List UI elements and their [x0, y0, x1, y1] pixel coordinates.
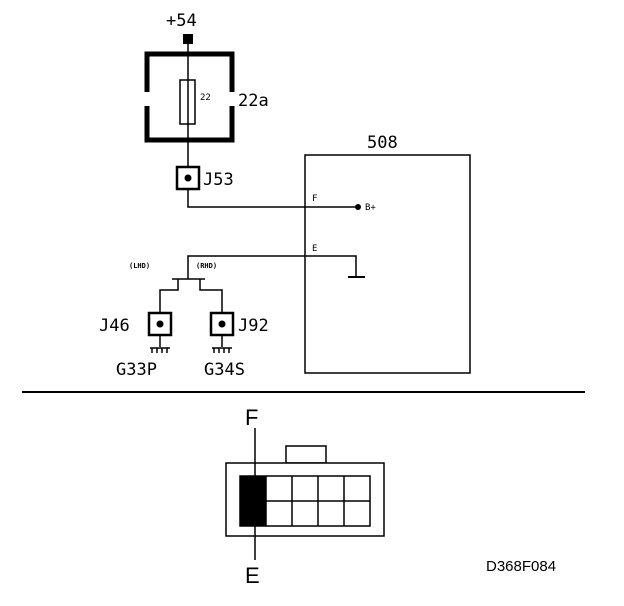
ground-g34s-label: G34S: [204, 360, 245, 380]
wire-to-ground-selector: [187, 255, 305, 268]
junction-j92-label: J92: [238, 316, 269, 336]
ground-g34s-symbol: [212, 347, 232, 353]
pin-e-label: E: [312, 244, 317, 254]
junction-j53-label: J53: [203, 170, 234, 190]
junction-j46-label: J46: [99, 316, 130, 336]
rhd-label: (RHD): [196, 262, 217, 270]
connector-pin-e-label: E: [245, 563, 260, 588]
module-508: [304, 154, 471, 374]
wire-to-j92: [199, 279, 223, 313]
connector-latch: [285, 445, 327, 464]
wire-to-j46: [159, 279, 179, 313]
battery-node: [355, 204, 361, 210]
fuse-box: [144, 51, 235, 143]
connector-pin-f-label: F: [245, 405, 258, 430]
junction-j92-dot: [218, 320, 226, 328]
ground-g33p-symbol: [150, 347, 170, 353]
connector-pin-column-highlight: [240, 476, 266, 526]
fuse-box-label: 22a: [238, 91, 269, 111]
wire-pin-e-internal: [305, 255, 357, 276]
junction-j53-dot: [184, 174, 192, 182]
lhd-label: (LHD): [129, 262, 150, 270]
ground-g33p-label: G33P: [116, 360, 157, 380]
figure-reference: D368F084: [486, 558, 556, 575]
supply-label: +54: [166, 11, 197, 31]
wire-to-pin-f: [187, 189, 305, 208]
fuse-value: 22: [200, 93, 211, 103]
junction-j46-dot: [156, 320, 164, 328]
pin-f-label: F: [312, 194, 317, 204]
supply-terminal: [183, 34, 193, 44]
battery-label: B+: [365, 203, 376, 213]
module-label: 508: [367, 133, 398, 153]
